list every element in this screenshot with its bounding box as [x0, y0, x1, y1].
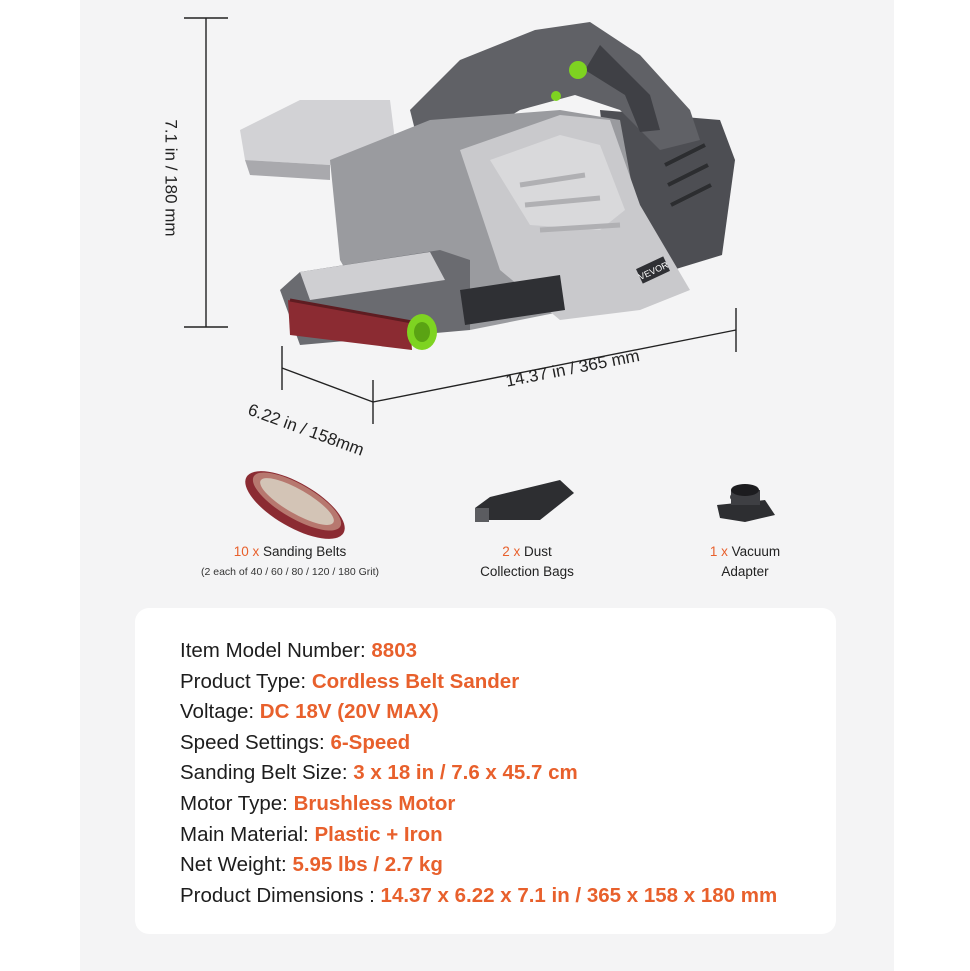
spec-value: Plastic + Iron	[314, 822, 443, 846]
spec-row-material: Main Material: Plastic + Iron	[180, 820, 777, 851]
spec-row-speed: Speed Settings: 6-Speed	[180, 728, 777, 759]
spec-value: 6-Speed	[330, 730, 411, 754]
belt-sander-illustration: VEVOR	[184, 17, 775, 539]
accessory-name-line2: Adapter	[721, 564, 769, 579]
vacuum-adapter-image	[717, 484, 775, 522]
spec-row-belt-size: Sanding Belt Size: 3 x 18 in / 7.6 x 45.…	[180, 758, 777, 789]
height-dimension-label: 7.1 in / 180 mm	[161, 119, 181, 237]
spec-row-voltage: Voltage: DC 18V (20V MAX)	[180, 697, 777, 728]
spec-value: Brushless Motor	[293, 791, 456, 815]
spec-row-type: Product Type: Cordless Belt Sander	[180, 667, 777, 698]
accessory-name: Dust	[524, 544, 552, 559]
height-dimension-line	[184, 17, 228, 328]
spec-label: Speed Settings:	[180, 730, 325, 754]
width-dimension-line	[281, 346, 374, 403]
accessory-vacuum-adapter: 1 x Vacuum Adapter	[685, 542, 805, 582]
accessory-dust-bags: 2 x Dust Collection Bags	[447, 542, 607, 582]
accessory-qty: 1 x	[709, 544, 728, 559]
accessory-qty: 10 x	[233, 544, 260, 559]
accessory-name: Sanding Belts	[262, 544, 347, 559]
spec-value: 5.95 lbs / 2.7 kg	[292, 853, 443, 877]
spec-label: Sanding Belt Size:	[180, 761, 348, 785]
spec-label: Voltage:	[180, 700, 255, 724]
spec-label: Main Material:	[180, 822, 309, 846]
spec-label: Motor Type:	[180, 791, 288, 815]
spec-value: 3 x 18 in / 7.6 x 45.7 cm	[353, 761, 578, 785]
dust-bag-image	[475, 480, 574, 522]
spec-label: Product Type:	[180, 669, 307, 693]
spec-value: Cordless Belt Sander	[311, 669, 520, 693]
accessory-sanding-belts: 10 x Sanding Belts (2 each of 40 / 60 / …	[165, 542, 415, 582]
sander-body: VEVOR	[240, 22, 735, 350]
spec-label: Item Model Number:	[180, 639, 366, 662]
spec-row-weight: Net Weight: 5.95 lbs / 2.7 kg	[180, 850, 777, 881]
spec-row-dimensions: Product Dimensions : 14.37 x 6.22 x 7.1 …	[180, 881, 777, 912]
accessory-qty: 2 x	[502, 544, 521, 559]
specifications-card: Item Model Number: 8803 Product Type: Co…	[135, 608, 836, 934]
spec-label: Product Dimensions :	[180, 883, 375, 907]
accessory-name-line2: Collection Bags	[480, 564, 574, 579]
spec-label: Net Weight:	[180, 853, 287, 877]
accessory-note: (2 each of 40 / 60 / 80 / 120 / 180 Grit…	[200, 566, 380, 578]
spec-row-model: Item Model Number: 8803	[180, 636, 777, 667]
spec-value: DC 18V (20V MAX)	[259, 700, 439, 724]
spec-value: 14.37 x 6.22 x 7.1 in / 365 x 158 x 180 …	[380, 883, 778, 907]
spec-list: Item Model Number: 8803 Product Type: Co…	[180, 636, 777, 911]
spec-value: 8803	[371, 639, 418, 662]
spec-row-motor: Motor Type: Brushless Motor	[180, 789, 777, 820]
accessory-name: Vacuum	[731, 544, 781, 559]
sanding-belts-image	[245, 471, 345, 539]
